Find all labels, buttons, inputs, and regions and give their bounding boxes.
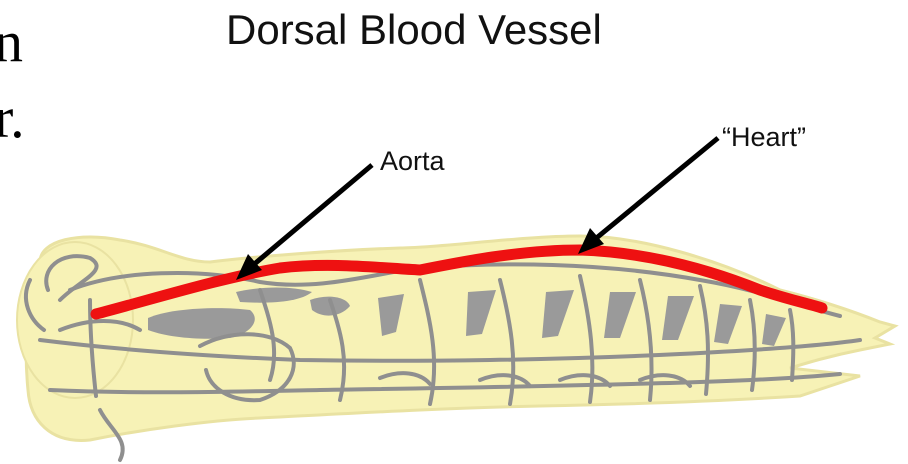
heart-label: “Heart”: [722, 122, 806, 153]
aorta-label: Aorta: [380, 146, 445, 177]
heart-arrow: [578, 138, 718, 254]
